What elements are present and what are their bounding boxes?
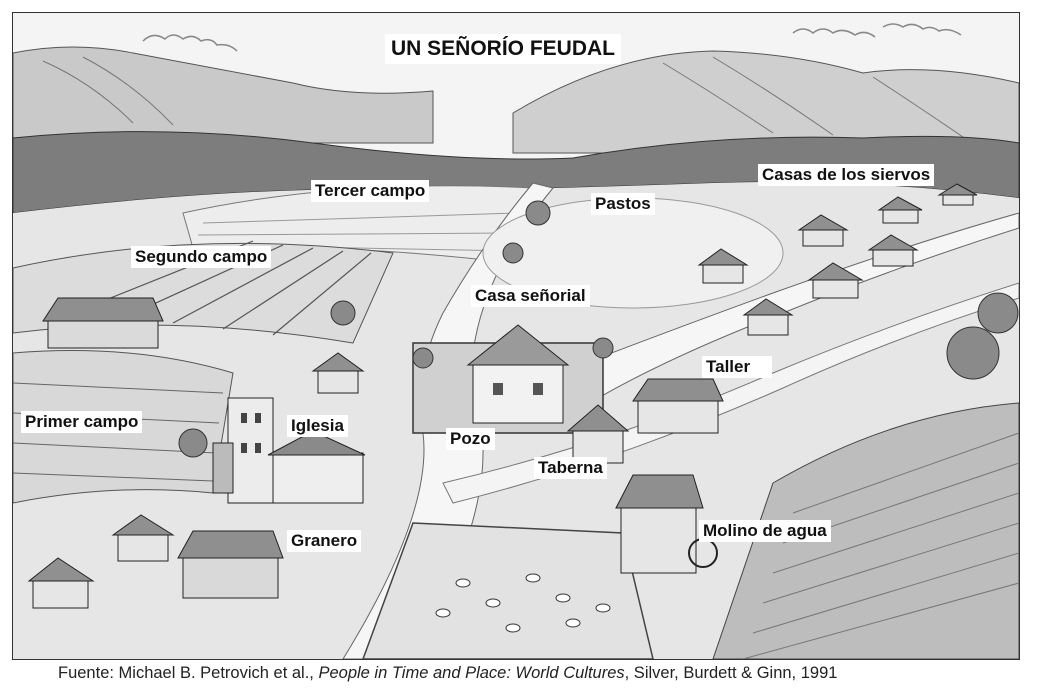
label-primer-campo: Primer campo bbox=[21, 411, 143, 433]
label-taberna: Taberna bbox=[534, 457, 607, 479]
tree-icons bbox=[178, 200, 1019, 458]
diagram-title: UN SEÑORÍO FEUDAL bbox=[385, 34, 622, 64]
workshop-icon bbox=[632, 378, 724, 434]
mountain-range-right bbox=[512, 50, 1019, 154]
label-casas-siervos: Casas de los siervos bbox=[758, 164, 935, 186]
manor-house-icon bbox=[466, 324, 570, 424]
label-pastos: Pastos bbox=[591, 193, 655, 215]
caption-prefix: Fuente: Michael B. Petrovich et al., bbox=[58, 664, 319, 682]
barn-icon bbox=[42, 297, 164, 349]
manor-illustration bbox=[13, 13, 1019, 659]
clouds-icon bbox=[142, 23, 962, 52]
label-segundo-campo: Segundo campo bbox=[131, 246, 272, 268]
label-granero: Granero bbox=[287, 530, 362, 552]
label-iglesia: Iglesia bbox=[287, 415, 348, 437]
label-molino: Molino de agua bbox=[699, 520, 831, 542]
granary-icon bbox=[177, 530, 284, 599]
illustration-frame: UN SEÑORÍO FEUDAL Tercer campo Pastos Ca… bbox=[12, 12, 1020, 660]
label-tercer-campo: Tercer campo bbox=[311, 180, 430, 202]
animal-pen bbox=[362, 522, 654, 659]
source-caption: Fuente: Michael B. Petrovich et al., Peo… bbox=[58, 664, 837, 683]
label-taller: Taller bbox=[702, 356, 773, 378]
mountain-range-left bbox=[13, 46, 434, 144]
cottage-icons bbox=[27, 352, 365, 609]
label-casa-senorial: Casa señorial bbox=[471, 285, 590, 307]
label-pozo: Pozo bbox=[446, 428, 495, 450]
caption-book-title: People in Time and Place: World Cultures bbox=[318, 664, 625, 682]
water-mill-icon bbox=[615, 474, 718, 574]
serf-houses-icon bbox=[697, 183, 978, 336]
caption-suffix: , Silver, Burdett & Ginn, 1991 bbox=[624, 664, 838, 682]
church-icon bbox=[212, 397, 366, 504]
